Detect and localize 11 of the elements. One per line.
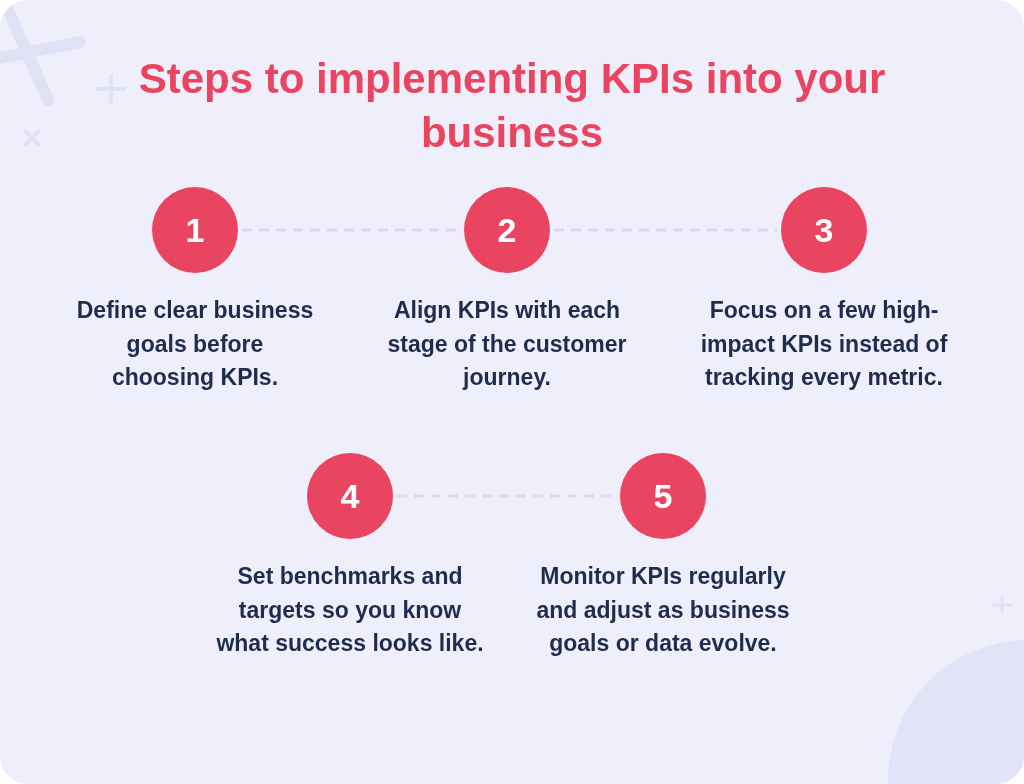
title: Steps to implementing KPIs into your business (137, 54, 887, 158)
step-description: Monitor KPIs regularly and adjust as business goals or data evolve. (535, 562, 791, 658)
step-number-circle: 1 (152, 187, 238, 273)
step-description: Focus on a few high-impact KPIs instead of tracking every metric. (699, 296, 949, 392)
step-number-circle: 4 (307, 453, 393, 539)
step-number-circle: 5 (620, 453, 706, 539)
step-number-circle: 2 (464, 187, 550, 273)
step-description: Define clear business goals before choosing KPIs. (75, 296, 315, 392)
step-description: Set benchmarks and targets so you know what success looks like. (215, 562, 485, 658)
step-description: Align KPIs with each stage of the customer journey. (387, 296, 627, 392)
step-number-circle: 3 (781, 187, 867, 273)
